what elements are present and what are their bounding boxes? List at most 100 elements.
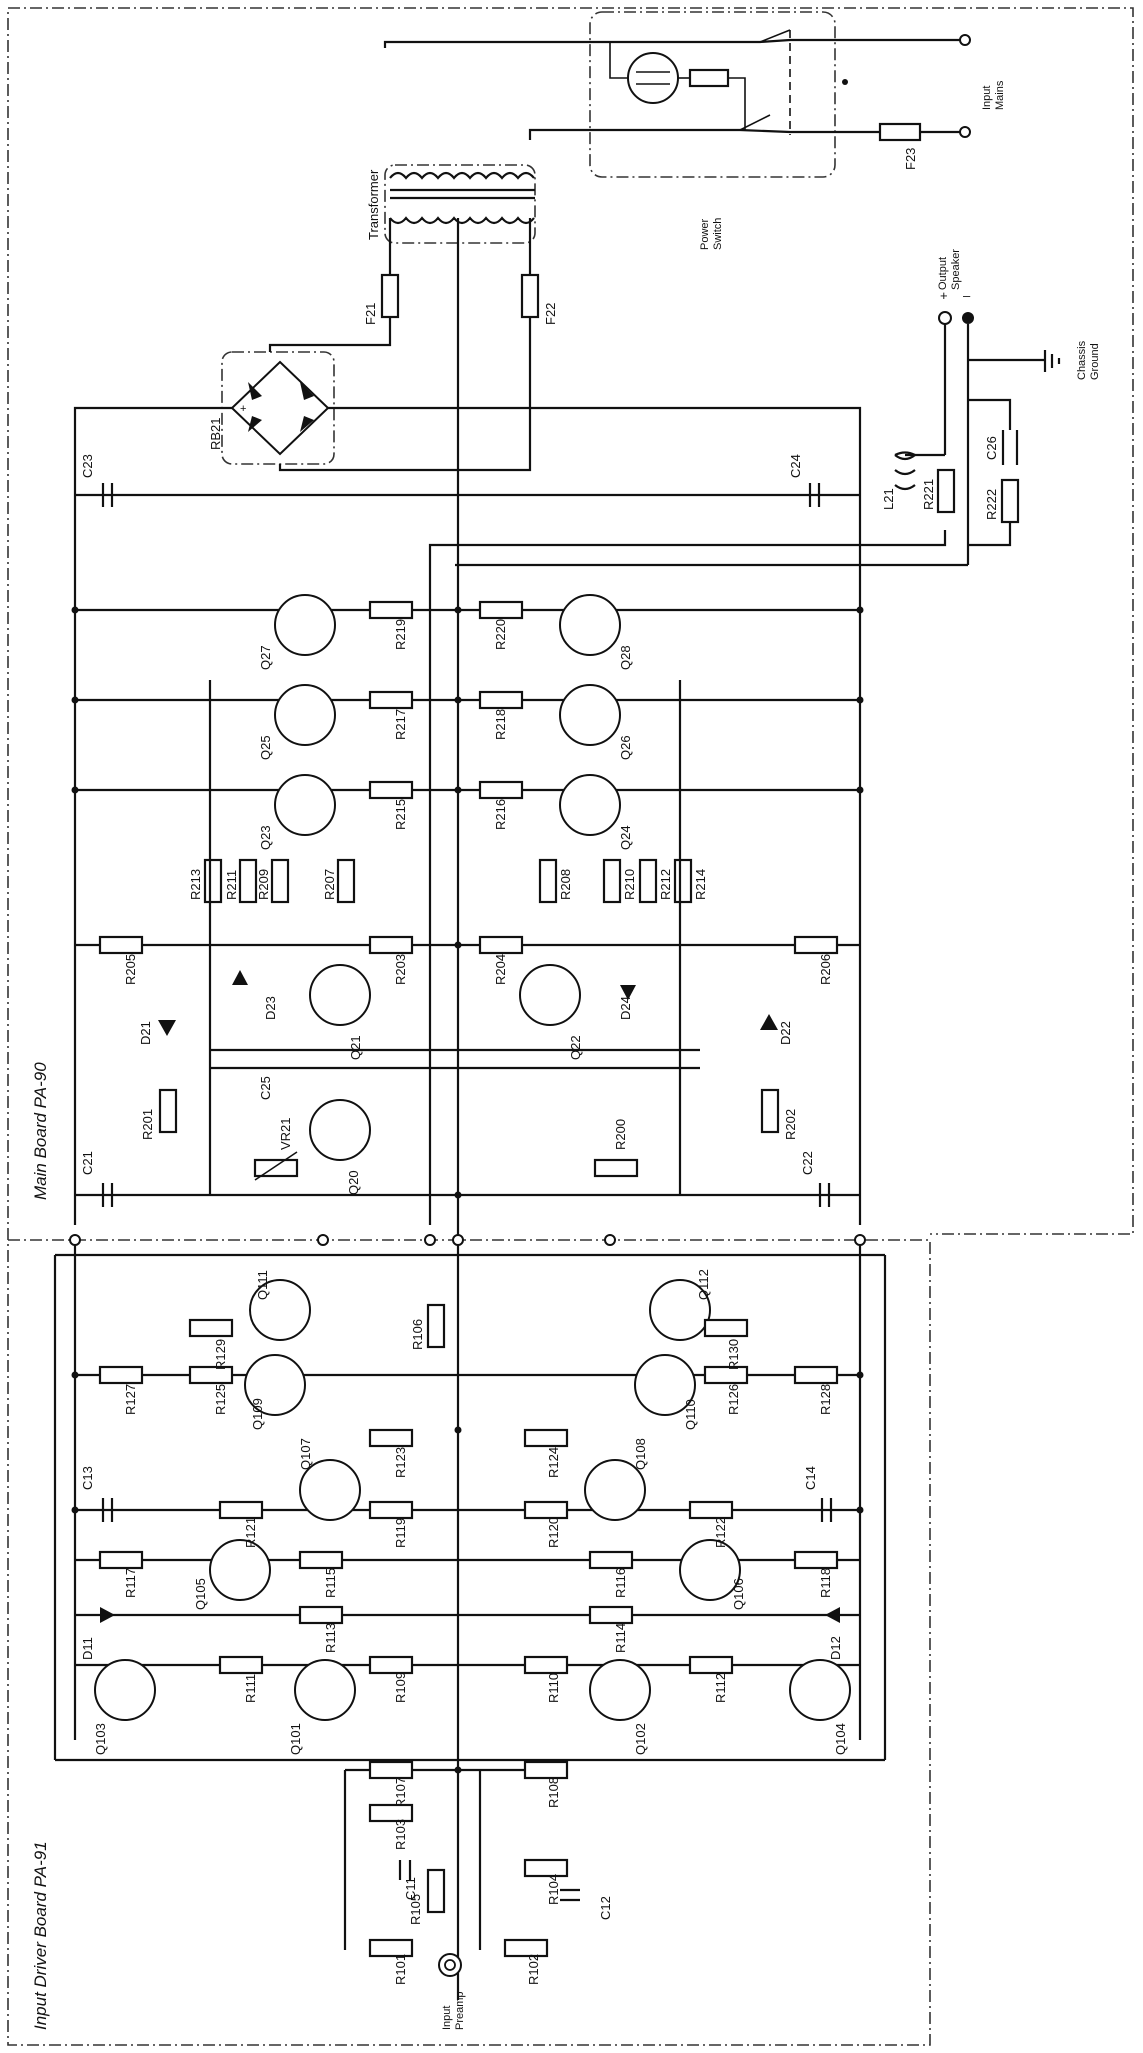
main-board-label: Main Board PA-90 <box>31 1062 50 1200</box>
input-stage: Q111 Q112 Q109 Q110 Q107 Q108 Q105 Q106 … <box>53 1240 887 2030</box>
svg-text:L21: L21 <box>881 488 896 510</box>
svg-text:C13: C13 <box>80 1466 95 1490</box>
svg-text:R204: R204 <box>493 954 508 985</box>
label-power-switch: PowerSwitch <box>699 218 724 250</box>
svg-text:Q110: Q110 <box>683 1399 698 1430</box>
svg-text:R202: R202 <box>783 1109 798 1140</box>
svg-text:Q20: Q20 <box>346 1170 361 1195</box>
svg-text:R120: R120 <box>546 1517 561 1548</box>
svg-text:D23: D23 <box>263 996 278 1020</box>
svg-text:R108: R108 <box>546 1777 561 1808</box>
svg-text:R115: R115 <box>323 1568 338 1598</box>
svg-text:R209: R209 <box>256 869 271 900</box>
svg-text:C11: C11 <box>403 1877 418 1900</box>
svg-text:Q26: Q26 <box>618 735 633 760</box>
svg-text:R111: R111 <box>243 1674 258 1703</box>
svg-text:–: – <box>963 288 971 303</box>
svg-text:R103: R103 <box>393 1819 408 1850</box>
svg-text:Q102: Q102 <box>633 1723 648 1755</box>
label-transformer: Transformer <box>366 169 381 240</box>
svg-text:R104: R104 <box>546 1874 561 1905</box>
svg-text:R110: R110 <box>546 1673 561 1703</box>
transformer: Transformer <box>366 169 535 2000</box>
svg-text:C24: C24 <box>788 454 803 478</box>
svg-text:R129: R129 <box>213 1339 228 1370</box>
svg-text:R113: R113 <box>323 1623 338 1653</box>
svg-text:R127: R127 <box>123 1384 138 1415</box>
svg-text:Q103: Q103 <box>93 1723 108 1755</box>
svg-text:C22: C22 <box>800 1151 815 1175</box>
svg-text:R123: R123 <box>393 1447 408 1478</box>
svg-text:F21: F21 <box>363 303 378 325</box>
rectifier-section: F21 F22 + RB21 <box>73 270 862 1225</box>
svg-text:InputPreamp: InputPreamp <box>441 1991 466 2030</box>
svg-text:F22: F22 <box>543 303 558 325</box>
svg-text:R205: R205 <box>123 954 138 985</box>
svg-text:Q106: Q106 <box>731 1578 746 1610</box>
svg-text:Q111: Q111 <box>255 1270 270 1300</box>
svg-text:R106: R106 <box>410 1319 425 1350</box>
svg-text:R214: R214 <box>693 869 708 900</box>
svg-text:D12: D12 <box>828 1636 843 1660</box>
svg-text:R216: R216 <box>493 799 508 830</box>
svg-text:R217: R217 <box>393 709 408 740</box>
svg-text:R102: R102 <box>526 1954 541 1985</box>
svg-text:Q109: Q109 <box>250 1398 265 1430</box>
svg-text:R124: R124 <box>546 1447 561 1478</box>
svg-text:R221: R221 <box>921 479 936 510</box>
svg-text:Q104: Q104 <box>833 1723 848 1755</box>
svg-text:R203: R203 <box>393 954 408 985</box>
svg-text:C12: C12 <box>598 1896 613 1920</box>
svg-text:R116: R116 <box>613 1568 628 1598</box>
svg-text:C25: C25 <box>258 1076 273 1100</box>
svg-text:R117: R117 <box>123 1568 138 1598</box>
svg-text:R200: R200 <box>613 1119 628 1150</box>
output-stage: R219 R220 R217 R218 R215 R216 Q27 Q28 Q2… <box>75 594 860 1207</box>
svg-text:R126: R126 <box>726 1384 741 1415</box>
svg-text:Q21: Q21 <box>348 1035 363 1060</box>
svg-text:VR21: VR21 <box>278 1117 293 1150</box>
svg-text:R107: R107 <box>393 1777 408 1808</box>
svg-text:Q23: Q23 <box>258 825 273 850</box>
svg-text:D24: D24 <box>618 996 633 1020</box>
svg-text:R121: R121 <box>243 1517 258 1548</box>
svg-text:R109: R109 <box>393 1672 408 1703</box>
svg-text:ChassisGround: ChassisGround <box>1076 340 1101 380</box>
svg-text:R210: R210 <box>622 869 637 900</box>
svg-text:R220: R220 <box>493 619 508 650</box>
output-section: + – OutputSpeaker ChassisGround L21 R221… <box>428 249 1101 1225</box>
svg-text:C26: C26 <box>984 436 999 460</box>
svg-text:R105: R105 <box>408 1894 423 1925</box>
svg-text:R118: R118 <box>818 1568 833 1598</box>
svg-text:RB21: RB21 <box>208 417 223 450</box>
svg-text:Q105: Q105 <box>193 1578 208 1610</box>
svg-text:R128: R128 <box>818 1384 833 1415</box>
mains-section: F23 InputMains PowerSwitch <box>383 29 1006 250</box>
svg-text:Q112: Q112 <box>696 1269 711 1300</box>
svg-text:C23: C23 <box>80 454 95 478</box>
svg-text:+: + <box>240 403 246 415</box>
svg-text:R219: R219 <box>393 619 408 650</box>
svg-text:D11: D11 <box>80 1637 95 1660</box>
svg-text:Q108: Q108 <box>633 1438 648 1470</box>
svg-text:R213: R213 <box>188 869 203 900</box>
svg-text:R119: R119 <box>393 1518 408 1548</box>
svg-text:Q107: Q107 <box>298 1438 313 1470</box>
svg-text:R114: R114 <box>613 1623 628 1653</box>
svg-text:D21: D21 <box>138 1021 153 1045</box>
svg-text:R201: R201 <box>140 1109 155 1140</box>
label-input-mains: InputMains <box>981 80 1006 110</box>
svg-text:R215: R215 <box>393 799 408 830</box>
svg-text:R125: R125 <box>213 1384 228 1415</box>
svg-text:R130: R130 <box>726 1339 741 1370</box>
svg-text:OutputSpeaker: OutputSpeaker <box>937 249 962 290</box>
svg-text:Q22: Q22 <box>568 1035 583 1060</box>
svg-text:Q27: Q27 <box>258 645 273 670</box>
svg-text:C21: C21 <box>80 1151 95 1175</box>
svg-text:Q101: Q101 <box>288 1723 303 1755</box>
svg-text:R218: R218 <box>493 709 508 740</box>
svg-text:R207: R207 <box>322 869 337 900</box>
svg-text:R208: R208 <box>558 869 573 900</box>
svg-text:R222: R222 <box>984 489 999 520</box>
